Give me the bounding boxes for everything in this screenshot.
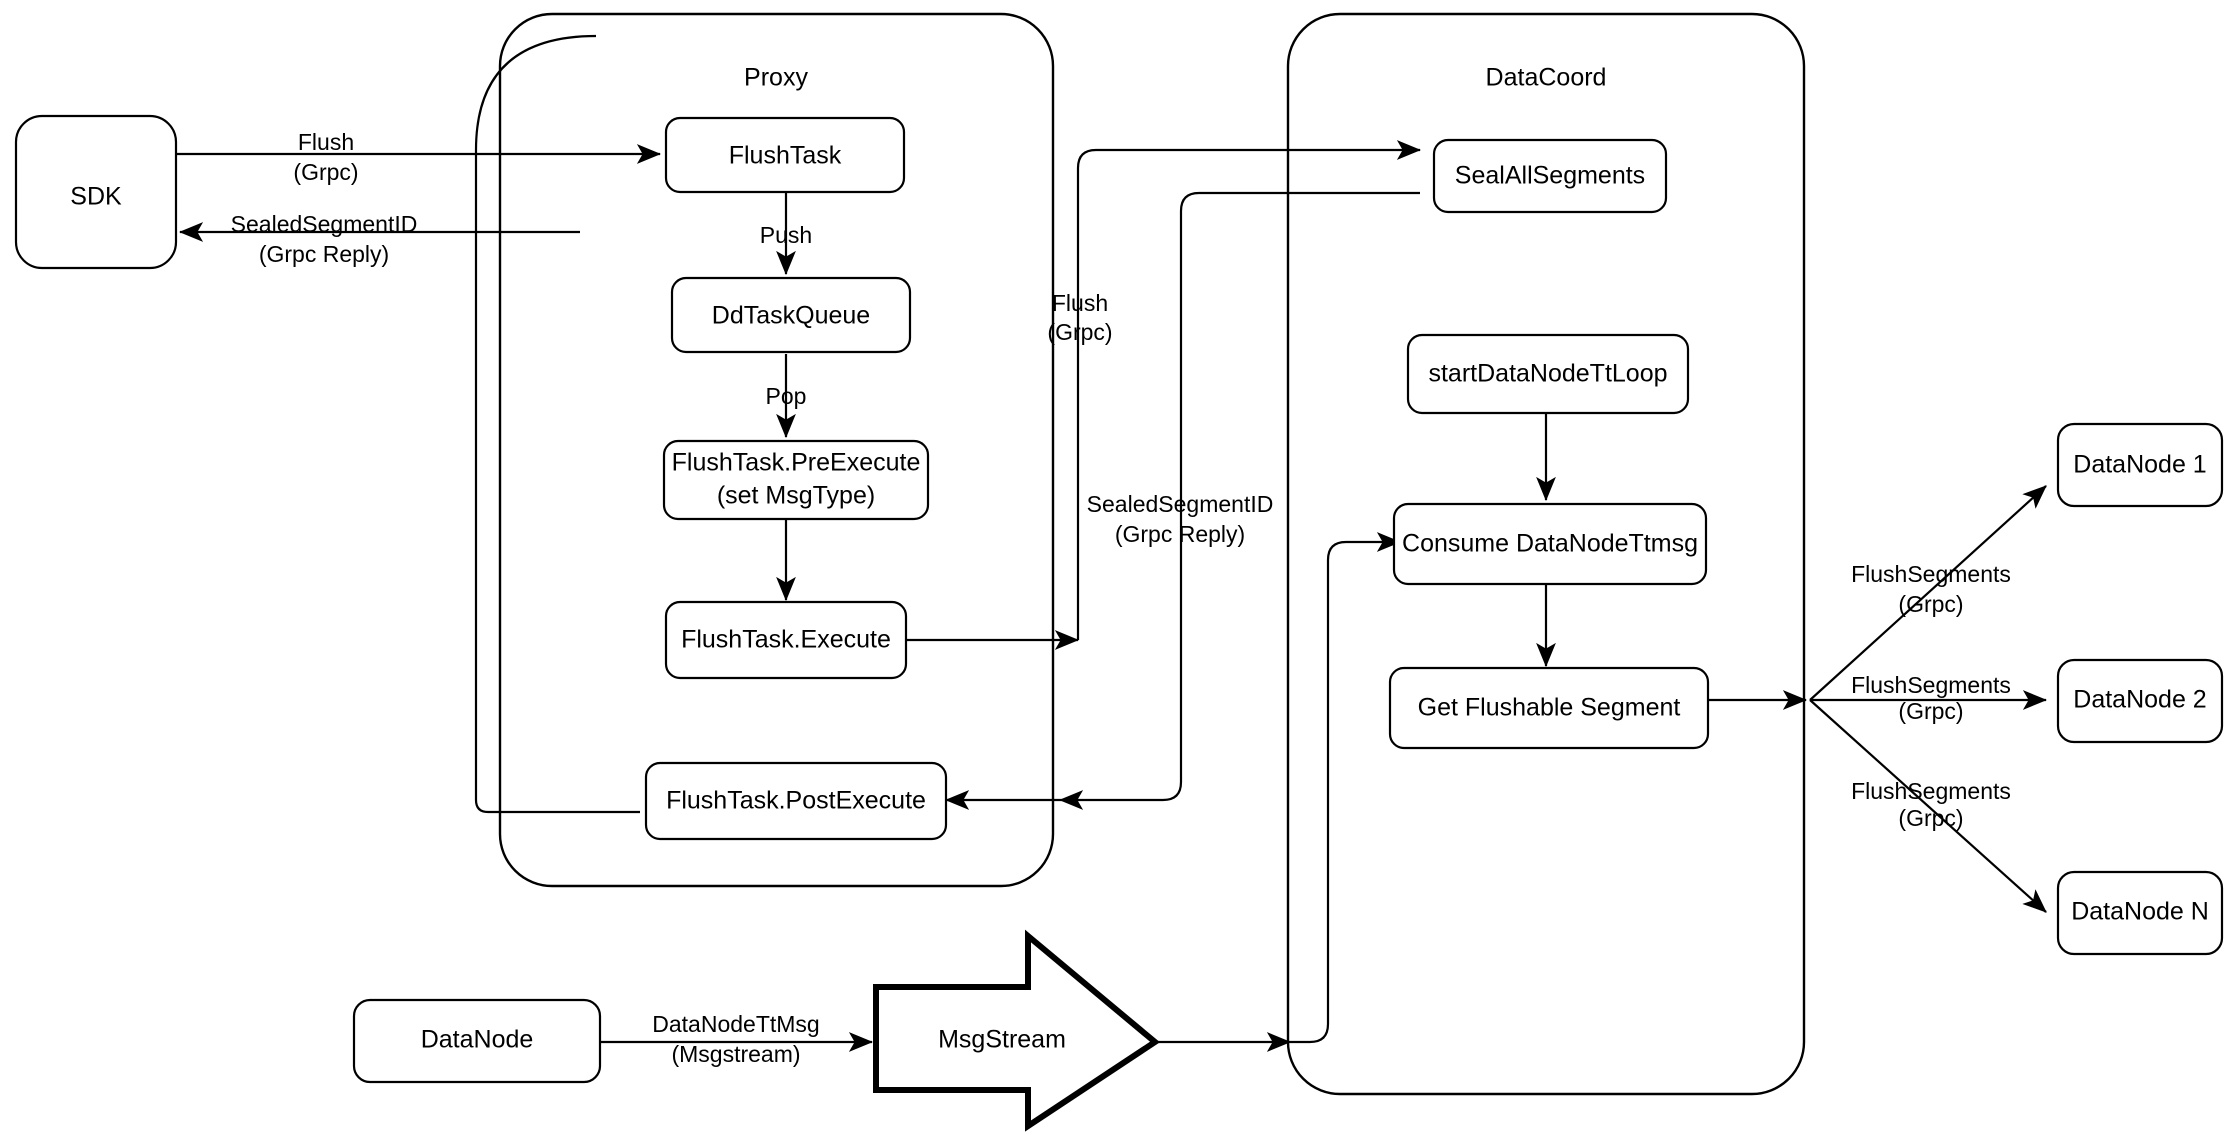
node-flushtask-preexecute[interactable]: FlushTask.PreExecute (set MsgType)	[662, 439, 930, 521]
sdk-label: SDK	[70, 183, 122, 211]
get-flushable-segment-box[interactable]	[1388, 666, 1710, 750]
consume-datanodettmsg-label: Consume DataNodeTtmsg	[1402, 530, 1698, 558]
node-consume-datanodettmsg[interactable]: Consume DataNodeTtmsg	[1392, 502, 1708, 586]
edge-label-proxy-flush-line1: Flush	[1052, 290, 1108, 316]
postexecute-box[interactable]	[644, 761, 948, 841]
edge-label-dc-sealedsegmentid-line2: (Grpc Reply)	[1115, 521, 1245, 547]
execute-label: FlushTask.Execute	[681, 626, 891, 654]
edge-hub-to-datanode1	[1809, 485, 2047, 701]
preexecute-label-line2: (set MsgType)	[717, 482, 875, 510]
edge-label-flushsegments-2-line1: FlushSegments	[1851, 672, 2011, 698]
postexecute-label: FlushTask.PostExecute	[666, 787, 926, 815]
sealallsegments-box[interactable]	[1432, 138, 1668, 214]
sdk-box[interactable]	[14, 114, 178, 270]
consume-datanodettmsg-box[interactable]	[1392, 502, 1708, 586]
node-datanode-1[interactable]: DataNode 1	[2056, 422, 2224, 508]
msgstream-label: MsgStream	[938, 1026, 1066, 1054]
edge-label-proxy-flush-line2: (Grpc)	[1047, 319, 1112, 345]
datanode1-box[interactable]	[2056, 422, 2224, 508]
edge-label-datanodettmsg-line1: DataNodeTtMsg	[652, 1011, 819, 1037]
datanoden-label: DataNode N	[2071, 898, 2209, 926]
ddtaskqueue-label: DdTaskQueue	[712, 302, 870, 330]
edge-flush-trunk-to-sealallsegments	[1076, 140, 1422, 640]
node-datanode-bottom[interactable]: DataNode	[352, 998, 602, 1084]
proxy-container-label: Proxy	[744, 64, 808, 92]
startdatanodettloop-box[interactable]	[1406, 333, 1690, 415]
edge-label-datanodettmsg-line2: (Msgstream)	[671, 1041, 800, 1067]
edge-label-sealedsegmentid-reply-line2: (Grpc Reply)	[259, 241, 389, 267]
flushtask-label: FlushTask	[729, 142, 842, 170]
ddtaskqueue-box[interactable]	[670, 276, 912, 354]
edge-label-flushsegments-1-line1: FlushSegments	[1851, 561, 2011, 587]
node-flushtask-postexecute[interactable]: FlushTask.PostExecute	[644, 761, 948, 841]
preexecute-box[interactable]	[662, 439, 930, 521]
node-sealallsegments[interactable]: SealAllSegments	[1432, 138, 1668, 214]
edge-sealallsegments-reply-to-postexecute	[1058, 191, 1420, 810]
node-flushtask[interactable]: FlushTask	[664, 116, 906, 194]
flushtask-box[interactable]	[664, 116, 906, 194]
preexecute-label-line1: FlushTask.PreExecute	[672, 449, 921, 477]
datanode1-label: DataNode 1	[2073, 451, 2206, 479]
node-startdatanodettloop[interactable]: startDataNodeTtLoop	[1406, 333, 1690, 415]
edge-postexecute-return-spine	[474, 34, 640, 814]
node-datanode-2[interactable]: DataNode 2	[2056, 658, 2224, 744]
datanode2-box[interactable]	[2056, 658, 2224, 744]
startdatanodettloop-label: startDataNodeTtLoop	[1428, 360, 1667, 388]
edge-label-dc-sealedsegmentid-line1: SealedSegmentID	[1087, 491, 1274, 517]
get-flushable-segment-label: Get Flushable Segment	[1418, 694, 1681, 722]
datanoden-box[interactable]	[2056, 870, 2224, 956]
edge-hub-to-datanoden	[1809, 699, 2047, 913]
edge-datacoord-spine-to-consume	[1290, 532, 1402, 1044]
edge-label-push: Push	[760, 222, 812, 248]
datacoord-container-label: DataCoord	[1486, 64, 1607, 92]
edge-label-flushsegments-n-line2: (Grpc)	[1898, 805, 1963, 831]
datanode-bottom-label: DataNode	[421, 1026, 534, 1054]
edge-label-flush-grpc-line1: Flush	[298, 129, 354, 155]
edge-label-flushsegments-n-line1: FlushSegments	[1851, 778, 2011, 804]
msgstream-arrow-shape[interactable]	[873, 929, 1161, 1132]
node-flushtask-execute[interactable]: FlushTask.Execute	[664, 600, 908, 680]
node-msgstream[interactable]: MsgStream	[873, 929, 1161, 1132]
datanode2-label: DataNode 2	[2073, 686, 2206, 714]
node-sdk[interactable]: SDK	[14, 114, 178, 270]
edge-label-pop: Pop	[766, 383, 807, 409]
edge-label-flushsegments-1-line2: (Grpc)	[1898, 591, 1963, 617]
node-datanode-n[interactable]: DataNode N	[2056, 870, 2224, 956]
sealallsegments-label: SealAllSegments	[1455, 162, 1645, 190]
edge-label-sealedsegmentid-reply-line1: SealedSegmentID	[231, 211, 418, 237]
execute-box[interactable]	[664, 600, 908, 680]
datanode-bottom-box[interactable]	[352, 998, 602, 1084]
edge-label-flush-grpc-line2: (Grpc)	[293, 159, 358, 185]
edge-label-flushsegments-2-line2: (Grpc)	[1898, 698, 1963, 724]
node-ddtaskqueue[interactable]: DdTaskQueue	[670, 276, 912, 354]
node-get-flushable-segment[interactable]: Get Flushable Segment	[1388, 666, 1710, 750]
